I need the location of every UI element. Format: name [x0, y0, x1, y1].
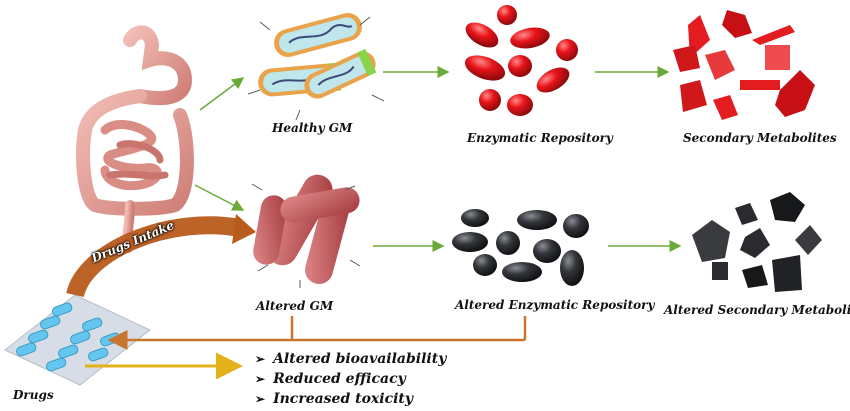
drugs-intake-arrow [66, 214, 256, 298]
label-healthy-gm: Healthy GM [272, 121, 353, 135]
outcome-item: ➢ Altered bioavailability [255, 351, 446, 367]
label-enzymatic-repository: Enzymatic Repository [467, 131, 613, 145]
black-crystal-metabolites-icon [692, 192, 822, 292]
feedback-arrow [107, 316, 527, 350]
altered-bacteria-icon [251, 174, 361, 288]
gut-illustration-icon [76, 25, 194, 253]
label-altered-enzymatic-repository: Altered Enzymatic Repository [455, 298, 655, 312]
label-altered-secondary-metabolites: Altered Secondary Metabolites [664, 303, 850, 317]
red-crystal-metabolites-icon [673, 10, 815, 120]
black-enzyme-ellipses-icon [452, 209, 589, 286]
label-altered-gm: Altered GM [256, 299, 334, 313]
chevron-bullet-icon: ➢ [255, 392, 266, 406]
flow-arrows [194, 66, 682, 252]
chevron-bullet-icon: ➢ [255, 352, 266, 366]
outcome-text: Reduced efficacy [273, 371, 406, 387]
pill-blister-pack-icon [4, 294, 151, 386]
label-secondary-metabolites: Secondary Metabolites [683, 131, 837, 145]
arrow-gut-to-healthy [199, 77, 245, 111]
arrow-gut-to-altered [194, 184, 245, 211]
outcome-item: ➢ Increased toxicity [255, 391, 413, 407]
chevron-bullet-icon: ➢ [255, 372, 266, 386]
outcome-text: Increased toxicity [273, 391, 414, 407]
red-enzyme-ellipses-icon [464, 5, 578, 116]
outcome-text: Altered bioavailability [273, 351, 447, 367]
outcome-item: ➢ Reduced efficacy [255, 371, 406, 387]
label-drugs: Drugs [13, 388, 54, 402]
healthy-bacteria-icon [247, 12, 385, 121]
